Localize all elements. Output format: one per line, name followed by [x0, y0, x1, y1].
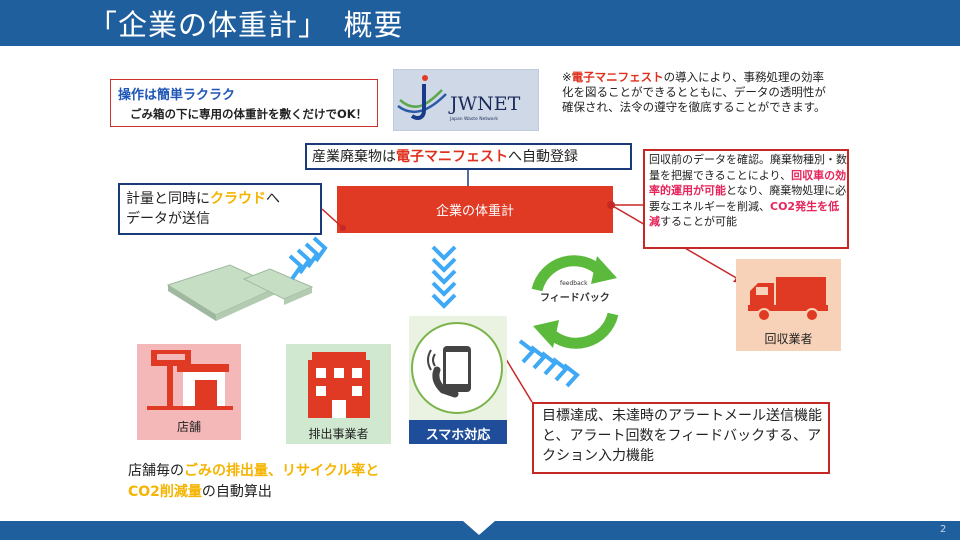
smartphone-label: スマホ対応 [425, 428, 491, 443]
store-icon [147, 350, 233, 410]
easy-operation-box [110, 79, 378, 127]
easy-operation-title: 操作は簡単ラクラク [118, 88, 236, 103]
auto-register-text: 産業廃棄物は電子マニフェストへ自動登録 [312, 149, 578, 165]
manifest-note: ※電子マニフェストの導入により、事務処理の効率化を図ることができるとともに、デー… [562, 70, 826, 114]
smartphone-label-box [409, 420, 507, 444]
discharger-panel [286, 344, 391, 444]
building-icon [308, 352, 370, 418]
header-bar [0, 0, 960, 46]
svg-text:Japan Waste Network: Japan Waste Network [449, 116, 498, 122]
feedback-small-label: feedback [560, 280, 588, 287]
auto-register-box [305, 143, 632, 170]
collector-panel [736, 259, 841, 351]
store-panel [137, 344, 241, 440]
alert-feature-box [532, 402, 830, 474]
smartphone-circle [411, 322, 503, 414]
scale-mat-icon [166, 264, 314, 321]
easy-operation-desc: ごみ箱の下に専用の体重計を敷くだけでOK！ [130, 107, 368, 121]
company-scale-label: 企業の体重計 [435, 204, 514, 219]
cloud-send-line2: データが送信 [126, 211, 210, 227]
cloud-send-box [118, 183, 322, 235]
store-label: 店舗 [176, 420, 201, 434]
company-scale-bar [337, 186, 613, 233]
smartphone-icon [427, 346, 471, 398]
auto-calc-line2: CO2削減量の自動算出 [128, 484, 272, 500]
discharger-label: 排出事業者 [308, 427, 369, 441]
footer-notch [463, 521, 495, 535]
feedback-label: フィードバック [540, 293, 610, 304]
slide-title: 「企業の体重計」 概要 [88, 8, 404, 42]
cloud-send-line1: 計量と同時にクラウドへ [126, 191, 280, 207]
page-number: 2 [940, 524, 947, 535]
alert-feature-text: 目標達成、未達時のアラートメール送信機能と、アラート回数をフィードバックする、ア… [542, 408, 822, 464]
auto-calc-line1: 店舗毎のごみの排出量、リサイクル率と [128, 463, 380, 479]
svg-text:JWNET: JWNET [448, 93, 521, 115]
collection-info-box [643, 149, 849, 249]
feedback-cycle-icon [531, 255, 619, 349]
collection-info-text: 回収前のデータを確認。廃棄物種別・数量を把握できることにより、回収車の効率的運用… [649, 153, 847, 228]
truck-icon [748, 277, 828, 322]
jwnet-logo-icon: JWNET Japan Waste Network [397, 75, 521, 122]
jwnet-logo: JWNET Japan Waste Network [393, 69, 539, 131]
collector-label: 回収業者 [764, 332, 813, 346]
